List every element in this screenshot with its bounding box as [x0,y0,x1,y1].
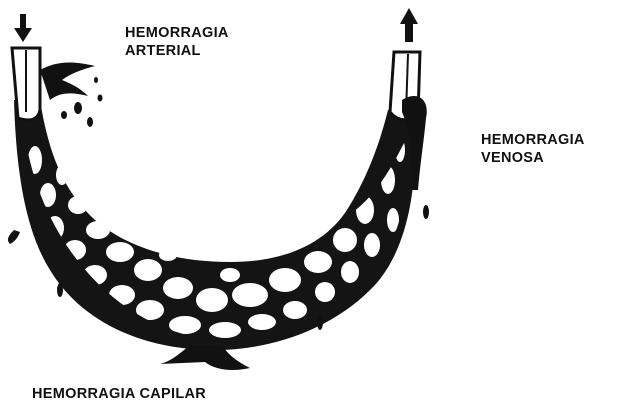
label-arterial-line-2: ARTERIAL [125,42,229,60]
label-capillary-hemorrhage: HEMORRAGIA CAPILAR [32,385,206,403]
label-venous-hemorrhage: HEMORRAGIA VENOSA [481,131,585,167]
arrow-up-icon [400,8,418,42]
arterial-splash [40,63,103,127]
label-arterial-hemorrhage: HEMORRAGIA ARTERIAL [125,24,229,60]
label-venous-line-2: VENOSA [481,149,585,167]
label-venous-line-1: HEMORRAGIA [481,131,585,149]
label-arterial-line-1: HEMORRAGIA [125,24,229,42]
arrow-down-icon [14,14,32,42]
capillary-bed [14,100,415,350]
